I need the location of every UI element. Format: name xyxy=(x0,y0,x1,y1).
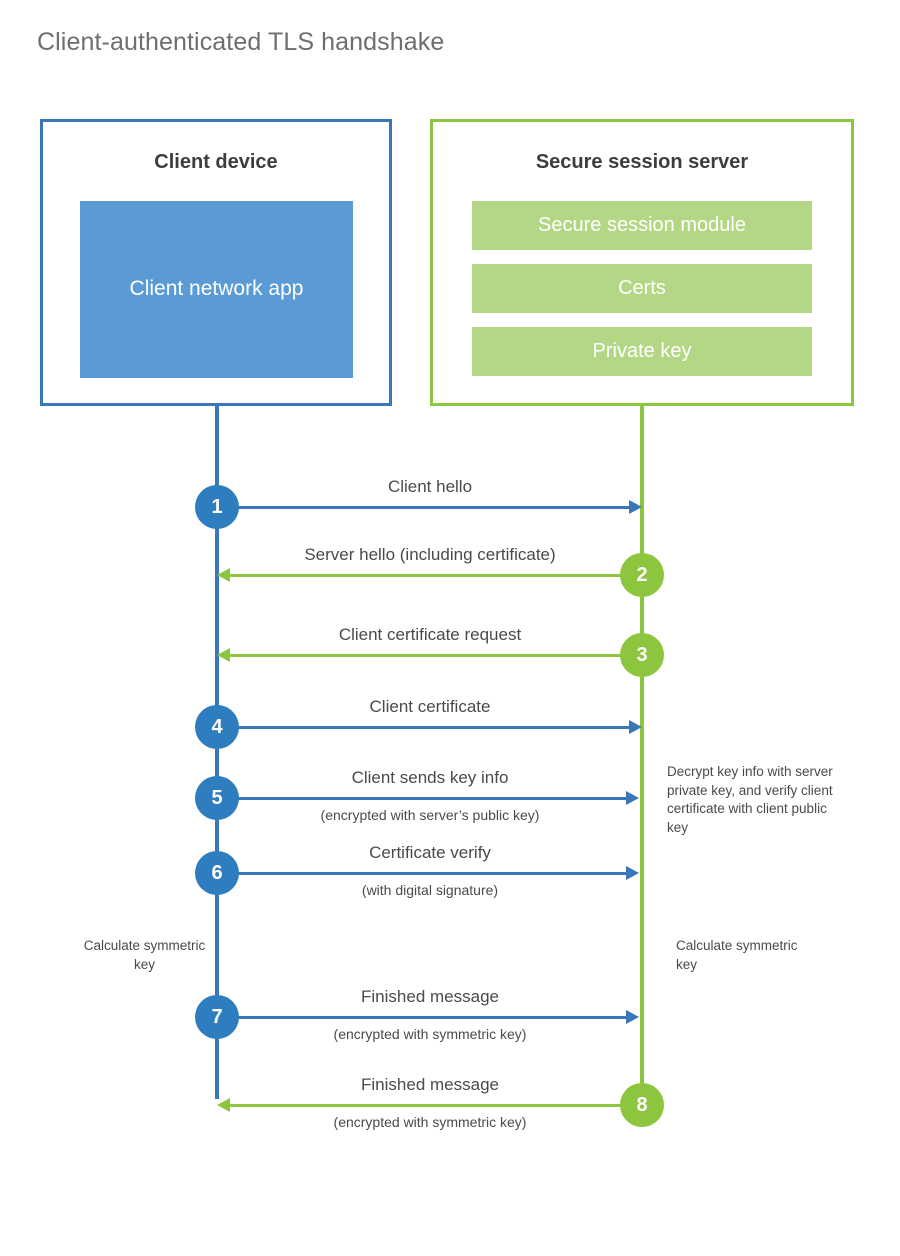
client-network-app-block: Client network app xyxy=(80,201,353,378)
step-badge-5-number: 5 xyxy=(211,786,223,809)
message-8-arrowhead-left-icon xyxy=(217,1098,230,1112)
message-5-line xyxy=(217,797,629,800)
note-server-decrypt-key-info: Decrypt key info with server private key… xyxy=(667,764,833,835)
step-badge-8[interactable]: 8 xyxy=(620,1083,664,1127)
message-6-arrowhead-right-icon xyxy=(626,866,639,880)
server-item-private-key: Private key xyxy=(472,327,812,376)
message-3-label: Client certificate request xyxy=(338,625,522,644)
note-calculate-symmetric-key-server: Calculate symmetric key xyxy=(676,938,798,972)
message-8-sublabel: (encrypted with symmetric key) xyxy=(333,1114,527,1130)
message-2-line xyxy=(228,574,642,577)
message-8-line xyxy=(228,1104,642,1107)
step-badge-5[interactable]: 5 xyxy=(195,776,239,820)
server-item-secure-session-module: Secure session module xyxy=(472,201,812,250)
message-5-arrowhead-right-icon xyxy=(626,791,639,805)
message-6-sublabel: (with digital signature) xyxy=(361,882,499,898)
page-title: Client-authenticated TLS handshake xyxy=(37,28,445,56)
message-7-arrowhead-right-icon xyxy=(626,1010,639,1024)
message-2-arrowhead-left-icon xyxy=(217,568,230,582)
client-device-box: Client device Client network app xyxy=(40,119,392,406)
step-badge-2[interactable]: 2 xyxy=(620,553,664,597)
message-4-line xyxy=(217,726,632,729)
client-lifeline xyxy=(215,406,219,1099)
step-badge-6[interactable]: 6 xyxy=(195,851,239,895)
message-6-label: Certificate verify xyxy=(369,843,491,862)
step-badge-7-number: 7 xyxy=(211,1005,223,1028)
message-3-line xyxy=(228,654,642,657)
message-8-label: Finished message xyxy=(361,1075,499,1094)
message-7-line xyxy=(217,1016,629,1019)
message-1-label: Client hello xyxy=(387,477,473,496)
secure-session-server-title: Secure session server xyxy=(535,151,749,173)
message-5-sublabel: (encrypted with server’s public key) xyxy=(320,807,540,823)
step-badge-1-number: 1 xyxy=(211,495,223,518)
server-lifeline xyxy=(640,406,644,1105)
client-device-title: Client device xyxy=(154,151,278,173)
step-badge-8-number: 8 xyxy=(636,1093,648,1116)
step-badge-2-number: 2 xyxy=(636,563,648,586)
message-4-label: Client certificate xyxy=(369,697,491,716)
step-badge-4[interactable]: 4 xyxy=(195,705,239,749)
step-badge-7[interactable]: 7 xyxy=(195,995,239,1039)
step-badge-1[interactable]: 1 xyxy=(195,485,239,529)
message-7-sublabel: (encrypted with symmetric key) xyxy=(333,1026,527,1042)
step-badge-6-number: 6 xyxy=(211,861,223,884)
message-2-label: Server hello (including certificate) xyxy=(304,545,556,564)
message-3-arrowhead-left-icon xyxy=(217,648,230,662)
message-1-arrowhead-right-icon xyxy=(629,500,642,514)
step-badge-3-number: 3 xyxy=(636,643,648,666)
message-7-label: Finished message xyxy=(361,987,499,1006)
note-calculate-symmetric-key-client: Calculate symmetric key xyxy=(83,938,206,972)
server-item-certs: Certs xyxy=(472,264,812,313)
step-badge-4-number: 4 xyxy=(211,715,223,738)
secure-session-server-box: Secure session server Secure session mod… xyxy=(430,119,854,406)
message-4-arrowhead-right-icon xyxy=(629,720,642,734)
message-5-label: Client sends key info xyxy=(351,768,509,787)
message-6-line xyxy=(217,872,629,875)
message-1-line xyxy=(217,506,632,509)
step-badge-3[interactable]: 3 xyxy=(620,633,664,677)
